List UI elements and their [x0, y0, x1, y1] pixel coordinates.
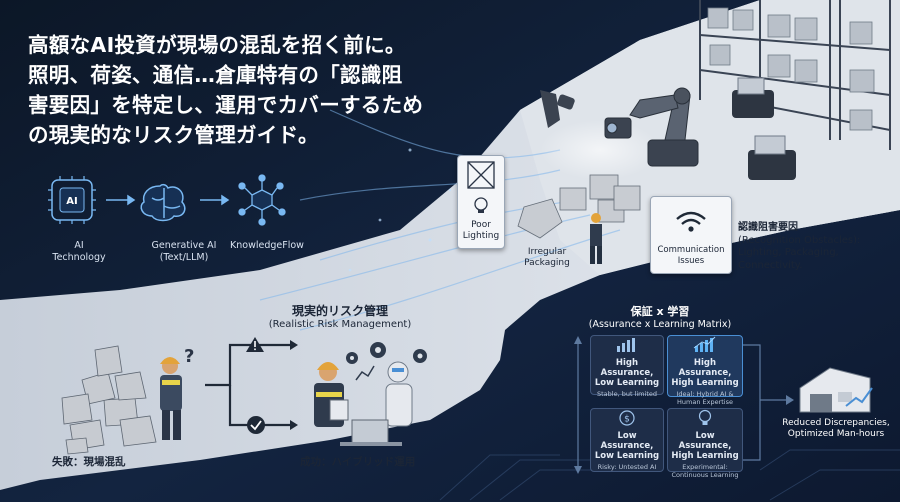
lightbulb-icon: [698, 409, 712, 425]
headline: 高額なAI投資が現場の混乱を招く前に。 照明、荷姿、通信…倉庫特有の「認識阻 害…: [28, 30, 448, 150]
ai-flow-diagram: AI: [48, 174, 286, 226]
check-icon: [247, 416, 265, 434]
irregular-packaging-label: Irregular Packaging: [524, 247, 570, 268]
obstacles-title-en: (Recognition Obstacles):: [738, 234, 861, 246]
arrow-icon: [106, 194, 136, 206]
matrix-cell-title: Low Assurance, High Learning: [671, 431, 739, 461]
svg-text:?: ?: [184, 346, 194, 367]
bar-chart-icon: [617, 338, 635, 352]
flow-label-knowledgeflow: KnowledgeFlow: [230, 240, 304, 251]
obstacles-title-ja: 認識阻害要因: [738, 222, 798, 233]
flow-label-generative-ai: Generative AI (Text/LLM): [151, 240, 217, 263]
lightbulb-off-icon: [467, 161, 495, 213]
risk-title-en: (Realistic Risk Management): [268, 319, 412, 330]
flow-label-ai-technology: AI Technology: [52, 240, 106, 263]
headline-line-2: 照明、荷姿、通信…倉庫特有の「認識阻: [28, 63, 403, 87]
headline-line-4: の現実的なリスク管理ガイド。: [28, 123, 319, 147]
risk-management-title: 現実的リスク管理 (Realistic Risk Management): [240, 302, 440, 330]
poor-lighting-card: Poor Lighting: [457, 155, 505, 249]
communication-issues-label: Communication Issues: [657, 245, 725, 266]
poor-lighting-label: Poor Lighting: [462, 220, 500, 241]
matrix-cell-title: High Assurance, Low Learning: [594, 358, 660, 388]
communication-issues-card: Communication Issues: [650, 196, 732, 274]
warning-icon: [246, 337, 264, 352]
brain-icon: [140, 183, 186, 222]
success-label: 成功：ハイブリッド運用: [300, 456, 416, 468]
matrix-cell-subtitle: Ideal: Hybrid AI & Human Expertise: [676, 390, 734, 406]
matrix-title-en: (Assurance x Learning Matrix): [588, 319, 732, 330]
matrix-title-ja: 保証 x 学習: [630, 305, 690, 318]
headline-line-1: 高額なAI投資が現場の混乱を招く前に。: [28, 33, 406, 57]
svg-text:$: $: [624, 415, 630, 425]
matrix-cell-subtitle: Stable, but limited: [596, 390, 657, 398]
matrix-cell-low-assurance-low-learning: $ Low Assurance, Low Learning Risky: Unt…: [590, 408, 664, 472]
svg-text:AI: AI: [66, 196, 77, 207]
obstacles-list: Lighting, Packaging, Connectivity.: [738, 247, 839, 271]
wifi-icon: [676, 211, 706, 232]
obstacles-description: 認識阻害要因 (Recognition Obstacles): Lighting…: [738, 222, 898, 272]
knowledge-network-icon: [238, 174, 286, 226]
dollar-icon: $: [619, 410, 635, 426]
failure-label: 失敗：現場混乱: [52, 456, 126, 468]
matrix-title: 保証 x 学習 (Assurance x Learning Matrix): [575, 303, 745, 330]
matrix-cell-high-assurance-low-learning: High Assurance, Low Learning Stable, but…: [590, 335, 664, 398]
matrix-cell-title: High Assurance, High Learning: [671, 358, 739, 388]
matrix-cell-subtitle: Risky: Untested AI: [597, 463, 657, 471]
matrix-cell-title: Low Assurance, Low Learning: [594, 431, 660, 461]
arrow-icon: [200, 194, 230, 206]
matrix-cell-high-assurance-high-learning: High Assurance, High Learning Ideal: Hyb…: [667, 335, 743, 406]
matrix-cell-low-assurance-high-learning: Low Assurance, High Learning Experimenta…: [667, 408, 743, 479]
headline-line-3: 害要因」を特定し、運用でカバーするため: [28, 93, 424, 117]
matrix-cell-subtitle: Experimental: Continuous Learning: [671, 463, 739, 479]
risk-title-ja: 現実的リスク管理: [291, 304, 388, 318]
ai-chip-icon: AI: [48, 176, 96, 224]
bar-chart-icon: [693, 336, 716, 352]
result-label: Reduced Discrepancies, Optimized Man-hou…: [782, 418, 890, 439]
